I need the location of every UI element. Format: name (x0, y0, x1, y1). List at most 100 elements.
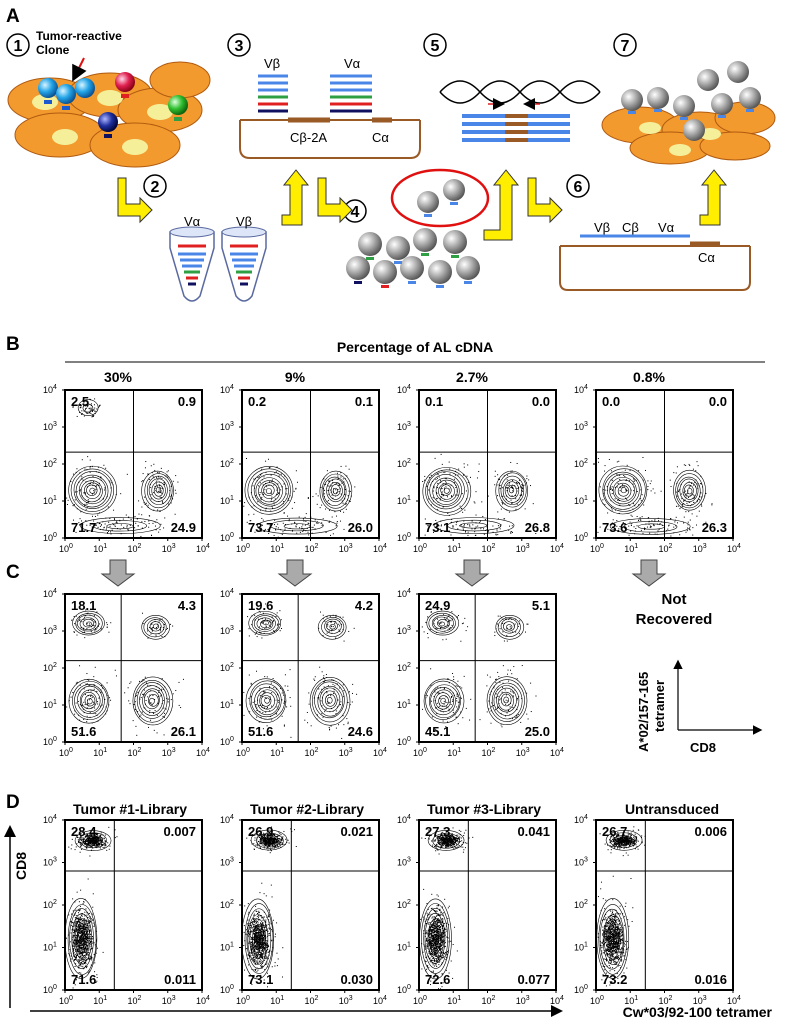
x-tick-label: 104 (550, 747, 564, 758)
x-tick-label: 103 (339, 995, 353, 1006)
x-tick-label: 104 (727, 995, 741, 1006)
y-tick-label: 104 (43, 588, 57, 599)
svg-text:Cα: Cα (698, 250, 715, 265)
axis-key-y-label-1: A*02/157-165 (636, 672, 651, 752)
contour-populations (596, 826, 646, 987)
svg-text:6: 6 (574, 179, 583, 196)
y-tick-label: 102 (220, 458, 234, 469)
x-tick-label: 103 (516, 543, 530, 554)
y-tick-label: 101 (220, 699, 234, 710)
x-tick-label: 101 (624, 543, 638, 554)
x-tick-label: 103 (339, 747, 353, 758)
quadrant-percent-lr: 24.6 (348, 724, 373, 739)
y-tick-label: 104 (43, 384, 57, 395)
x-tick-label: 103 (162, 543, 176, 554)
dna-helix (439, 80, 601, 142)
x-tick-label: 101 (270, 995, 284, 1006)
y-tick-label: 104 (397, 814, 411, 825)
x-tick-label: 100 (59, 543, 73, 554)
x-tick-label: 104 (373, 747, 387, 758)
x-tick-label: 101 (447, 747, 461, 758)
y-tick-label: 100 (220, 984, 234, 995)
y-tick-label: 100 (397, 984, 411, 995)
column-header-2-7: 2.7% (456, 369, 488, 385)
quadrant-percent-lr: 0.016 (694, 972, 727, 987)
y-tick-label: 101 (220, 942, 234, 953)
axis-key-x-label: CD8 (690, 740, 716, 755)
quadrant-percent-ur: 0.021 (340, 824, 373, 839)
y-tick-label: 102 (397, 662, 411, 673)
svg-text:Vβ: Vβ (264, 56, 280, 71)
svg-text:Vβ: Vβ (594, 220, 610, 235)
x-tick-label: 104 (550, 995, 564, 1006)
quadrant-percent-ll: 51.6 (71, 724, 96, 739)
y-tick-label: 103 (43, 857, 57, 868)
y-tick-label: 102 (220, 899, 234, 910)
quadrant-percent-ll: 73.1 (248, 972, 273, 987)
quadrant-percent-ul: 27.3 (425, 824, 450, 839)
axis-key: A*02/157-165 tetramer CD8 (636, 659, 763, 755)
y-tick-label: 102 (43, 662, 57, 673)
x-tick-label: 101 (93, 995, 107, 1006)
y-tick-label: 102 (43, 458, 57, 469)
not-recovered-text-1: Not (662, 591, 687, 608)
x-tick-label: 100 (413, 747, 427, 758)
svg-text:Cα: Cα (372, 130, 389, 145)
y-tick-label: 104 (574, 814, 588, 825)
down-arrows (100, 559, 667, 587)
x-tick-label: 101 (270, 543, 284, 554)
y-tick-label: 101 (574, 495, 588, 506)
quadrant-percent-lr: 24.9 (171, 520, 196, 535)
quadrant-percent-ll: 73.6 (602, 520, 627, 535)
y-tick-label: 104 (220, 588, 234, 599)
y-tick-label: 103 (43, 625, 57, 636)
y-tick-label: 104 (220, 384, 234, 395)
x-tick-label: 101 (93, 543, 107, 554)
x-tick-label: 101 (270, 747, 284, 758)
svg-text:5: 5 (431, 38, 440, 55)
svg-text:Vα: Vα (344, 56, 361, 71)
x-tick-label: 100 (236, 543, 250, 554)
y-tick-label: 100 (43, 736, 57, 747)
tumor-cells-step1 (7, 61, 211, 168)
y-tick-label: 101 (397, 942, 411, 953)
title-tumor2: Tumor #2-Library (250, 801, 364, 817)
x-tick-label: 103 (162, 995, 176, 1006)
quadrant-percent-lr: 26.8 (525, 520, 550, 535)
quadrant-percent-ur: 0.0 (532, 394, 550, 409)
x-tick-label: 101 (447, 543, 461, 554)
y-tick-label: 100 (574, 984, 588, 995)
svg-text:3: 3 (235, 38, 244, 55)
quadrant-percent-lr: 0.077 (517, 972, 550, 987)
quadrant-percent-ur: 0.0 (709, 394, 727, 409)
x-tick-label: 100 (413, 543, 427, 554)
x-tick-label: 102 (305, 995, 319, 1006)
x-tick-label: 100 (413, 995, 427, 1006)
y-tick-label: 100 (397, 532, 411, 543)
svg-text:4: 4 (351, 204, 360, 221)
x-tick-label: 102 (482, 543, 496, 554)
quadrant-percent-lr: 26.3 (702, 520, 727, 535)
x-tick-label: 103 (516, 995, 530, 1006)
y-tick-label: 100 (43, 984, 57, 995)
quadrant-percent-ll: 73.1 (425, 520, 450, 535)
y-tick-label: 102 (43, 899, 57, 910)
x-tick-label: 100 (236, 995, 250, 1006)
x-tick-label: 102 (659, 995, 673, 1006)
x-tick-label: 104 (373, 543, 387, 554)
x-tick-label: 101 (93, 747, 107, 758)
x-tick-label: 102 (305, 543, 319, 554)
y-tick-label: 100 (574, 532, 588, 543)
quadrant-percent-ur: 0.041 (517, 824, 550, 839)
y-tick-label: 103 (220, 421, 234, 432)
x-tick-label: 104 (196, 543, 210, 554)
y-tick-label: 104 (574, 384, 588, 395)
y-tick-label: 101 (397, 495, 411, 506)
y-tick-label: 100 (397, 736, 411, 747)
